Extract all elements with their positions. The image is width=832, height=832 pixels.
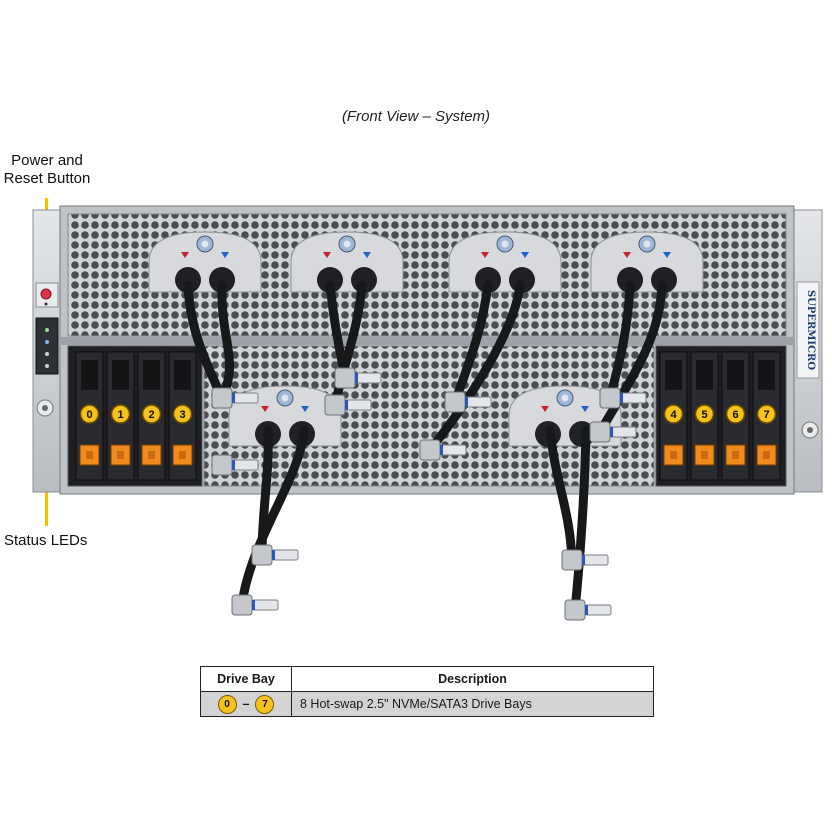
drive-bay-5[interactable]: 5 <box>690 351 719 481</box>
legend-description: 8 Hot-swap 2.5" NVMe/SATA3 Drive Bays <box>291 691 654 717</box>
drive-bay-6[interactable]: 6 <box>721 351 750 481</box>
quick-connect-fitting <box>419 439 467 461</box>
drive-bay-2[interactable]: 2 <box>137 351 166 481</box>
power-reset-callout-line2: Reset Button <box>3 170 91 187</box>
coolant-manifold <box>590 231 704 293</box>
brand-logo: SUPERMICRO <box>805 290 816 370</box>
drive-bay-number: 3 <box>179 409 185 421</box>
coolant-hoses <box>183 280 667 615</box>
quick-connect-fitting <box>564 599 612 621</box>
quick-connect-fitting <box>211 387 259 409</box>
drive-bay-number: 1 <box>117 409 123 421</box>
coolant-manifold <box>448 231 562 293</box>
bay-range-dash: – <box>242 697 250 711</box>
quick-connect-fitting <box>251 544 299 566</box>
power-reset-callout-line1: Power and <box>11 152 83 169</box>
quick-connect-fitting <box>334 367 382 389</box>
quick-connect-fitting <box>231 594 279 616</box>
quick-connect-fitting <box>211 454 259 476</box>
drive-bay-number: 4 <box>670 409 677 421</box>
drive-bay-badge <box>79 404 100 424</box>
drive-bay-badge <box>172 404 193 424</box>
quick-connect-fitting <box>324 394 372 416</box>
drive-bay-badge <box>725 404 746 424</box>
table-row: 0–7 8 Hot-swap 2.5" NVMe/SATA3 Drive Bay… <box>200 691 654 717</box>
drive-bay-7[interactable]: 7 <box>752 351 781 481</box>
power-reset-callout: Power and Reset Button <box>0 152 94 188</box>
right-rack-ear: SUPERMICRO <box>789 209 823 493</box>
quick-connect-fitting <box>444 391 492 413</box>
drive-bay-badge <box>663 404 684 424</box>
drive-bay-legend: Drive Bay Description 0–7 8 Hot-swap 2.5… <box>200 666 654 717</box>
drive-bay-number: 6 <box>732 409 738 421</box>
drive-bay-badge <box>110 404 131 424</box>
legend-bay-range: 0–7 <box>200 691 292 717</box>
drive-bay-1[interactable]: 1 <box>106 351 135 481</box>
drive-bay-number: 7 <box>763 409 769 421</box>
drive-bay-badge <box>141 404 162 424</box>
drive-bay-4[interactable]: 4 <box>659 351 688 481</box>
quick-connect-fitting <box>561 549 609 571</box>
figure-caption: (Front View – System) <box>341 108 491 125</box>
status-led-panel <box>35 317 59 375</box>
drive-bay-badge <box>694 404 715 424</box>
legend-header-bay: Drive Bay <box>200 666 292 692</box>
left-rack-ear <box>32 209 64 493</box>
drive-bay-number: 0 <box>86 409 92 421</box>
coolant-manifold <box>148 231 262 293</box>
drive-bay-number: 5 <box>701 409 707 421</box>
quick-connect-fitting <box>599 387 647 409</box>
bay-end-badge: 7 <box>255 694 275 714</box>
power-button-icon[interactable] <box>40 288 52 300</box>
drive-bay-3[interactable]: 3 <box>168 351 197 481</box>
bay-start-badge: 0 <box>217 694 237 714</box>
drive-bay-0[interactable]: 0 <box>75 351 104 481</box>
status-leds-callout: Status LEDs <box>4 532 88 549</box>
quick-connect-fitting <box>589 421 637 443</box>
coolant-manifold <box>290 231 404 293</box>
drive-bay-badge <box>756 404 777 424</box>
legend-header-description: Description <box>291 666 654 692</box>
drive-bay-number: 2 <box>148 409 154 421</box>
